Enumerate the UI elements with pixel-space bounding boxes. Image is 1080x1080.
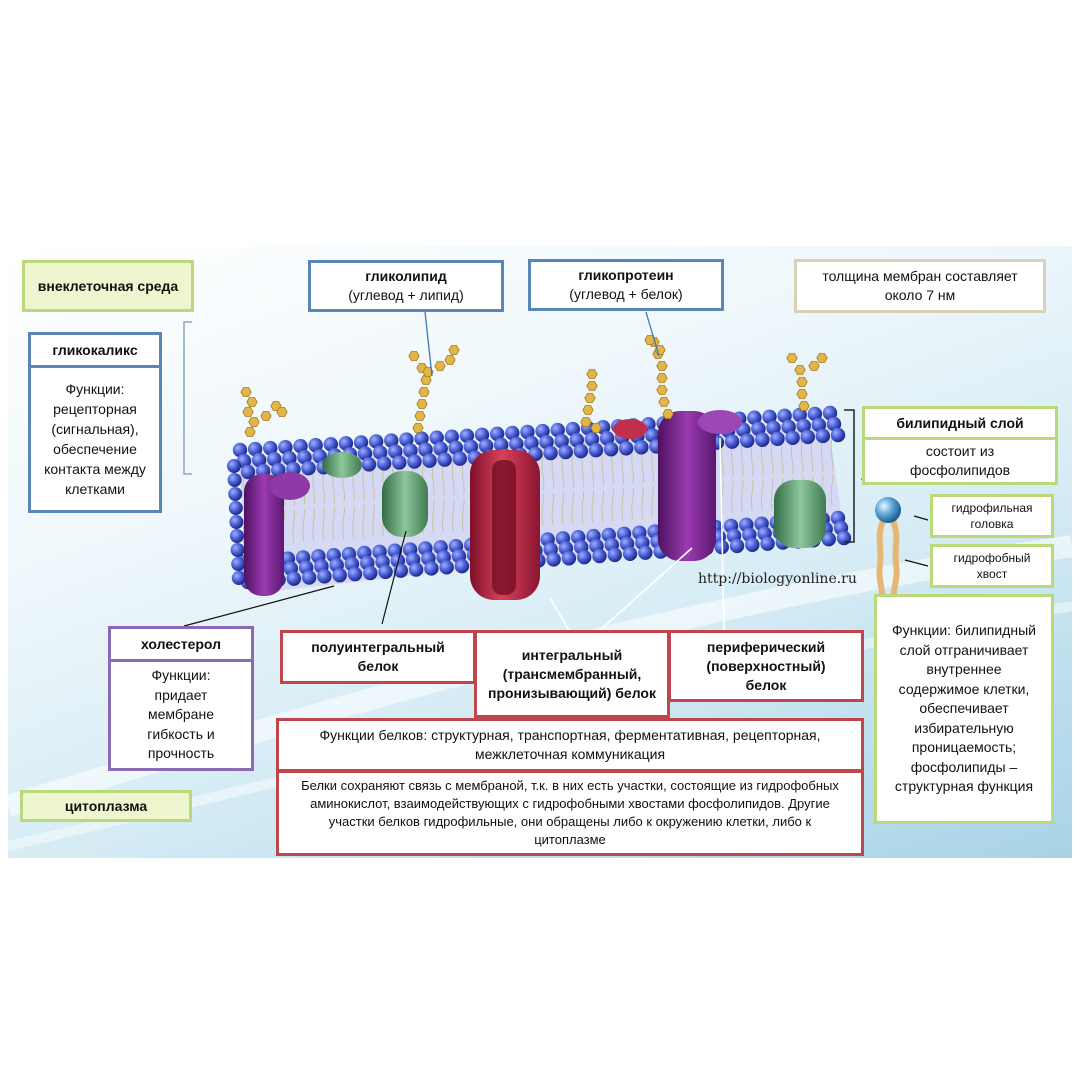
glycoprotein-subtitle: (углевод + белок) bbox=[569, 286, 683, 302]
glycocalyx-functions-box: Функции: рецепторная (сигнальная), обесп… bbox=[28, 365, 162, 513]
bilayer-title: билипидный слой bbox=[896, 414, 1024, 431]
glycoprotein-box: гликопротеин (углевод + белок) bbox=[528, 259, 724, 311]
protein-right-green bbox=[774, 480, 826, 548]
glycoprotein-title: гликопротеин bbox=[578, 267, 674, 283]
cholesterol-title: холестерол bbox=[140, 635, 222, 652]
bilayer-text-box: состоит из фосфолипидов bbox=[862, 437, 1058, 485]
protein-note-box: Белки сохраняют связь с мембраной, т.к. … bbox=[276, 770, 864, 856]
hydrophilic-head-box: гидрофильная головка bbox=[930, 494, 1054, 538]
glycolipid-box: гликолипид (углевод + липид) bbox=[308, 260, 504, 312]
extracellular-text: внеклеточная среда bbox=[37, 277, 179, 294]
pointer-lines-white bbox=[549, 437, 725, 633]
carbohydrate-chains bbox=[240, 335, 828, 437]
integral-protein-label: интегральный (трансмембранный, пронизыва… bbox=[488, 646, 656, 701]
bilayer-bracket bbox=[844, 409, 855, 543]
protein-functions-box: Функции белков: структурная, транспортна… bbox=[276, 718, 864, 772]
pointer-lines-blue bbox=[424, 311, 660, 377]
glycocalyx-bracket bbox=[183, 321, 192, 475]
glycocalyx-functions: Функции: рецепторная (сигнальная), обесп… bbox=[44, 381, 146, 497]
cholesterol-functions: Функции: придает мембране гибкость и про… bbox=[147, 667, 215, 762]
hydrophilic-head-label: гидрофильная головка bbox=[951, 501, 1033, 531]
cholesterol-functions-box: Функции: придает мембране гибкость и про… bbox=[108, 659, 254, 771]
cytoplasm-label: цитоплазма bbox=[20, 790, 192, 822]
glycocalyx-title-box: гликокаликс bbox=[28, 332, 162, 368]
extracellular-label: внеклеточная среда bbox=[22, 260, 194, 312]
source-url-text: http://biologyonline.ru bbox=[698, 571, 857, 587]
cholesterol-title-box: холестерол bbox=[108, 626, 254, 662]
glycocalyx-title: гликокаликс bbox=[52, 341, 138, 358]
hydrophobic-tail-label: гидрофобный хвост bbox=[953, 551, 1031, 581]
phospholipid-icon bbox=[875, 497, 901, 597]
membrane-illustration bbox=[8, 311, 1072, 851]
bilayer-functions-box: Функции: билипидный слой отграничивает в… bbox=[874, 594, 1054, 824]
protein-left-purple bbox=[244, 472, 310, 596]
peripheral-protein-box: периферический (поверхностный) белок bbox=[668, 630, 864, 702]
protein-small-green bbox=[322, 452, 362, 478]
protein-note: Белки сохраняют связь с мембраной, т.к. … bbox=[301, 778, 839, 847]
semi-integral-protein-box: полуинтегральный белок bbox=[280, 630, 476, 684]
semi-integral-protein-label: полуинтегральный белок bbox=[311, 639, 445, 674]
glycolipid-title: гликолипид bbox=[365, 268, 447, 284]
protein-functions: Функции белков: структурная, транспортна… bbox=[319, 727, 821, 762]
glycolipid-subtitle: (углевод + липид) bbox=[348, 287, 464, 303]
source-url: http://biologyonline.ru bbox=[698, 571, 857, 587]
peripheral-protein-label: периферический (поверхностный) белок bbox=[706, 638, 826, 693]
protein-purple-glycoprotein bbox=[658, 410, 742, 561]
bilayer-functions: Функции: билипидный слой отграничивает в… bbox=[892, 622, 1036, 795]
protein-green-semi-integral bbox=[382, 471, 428, 537]
bilayer-title-box: билипидный слой bbox=[862, 406, 1058, 440]
protein-red-channel bbox=[470, 450, 540, 600]
thickness-box: толщина мембран составляет около 7 нм bbox=[794, 259, 1046, 313]
cytoplasm-text: цитоплазма bbox=[64, 797, 148, 814]
bilayer-text: состоит из фосфолипидов bbox=[909, 443, 1011, 478]
slide-background: внеклеточная среда гликокаликс Функции: … bbox=[8, 246, 1072, 858]
protein-small-red bbox=[613, 419, 647, 439]
integral-protein-box: интегральный (трансмембранный, пронизыва… bbox=[474, 630, 670, 718]
thickness-text: толщина мембран составляет около 7 нм bbox=[822, 268, 1018, 303]
hydrophobic-tail-box: гидрофобный хвост bbox=[930, 544, 1054, 588]
